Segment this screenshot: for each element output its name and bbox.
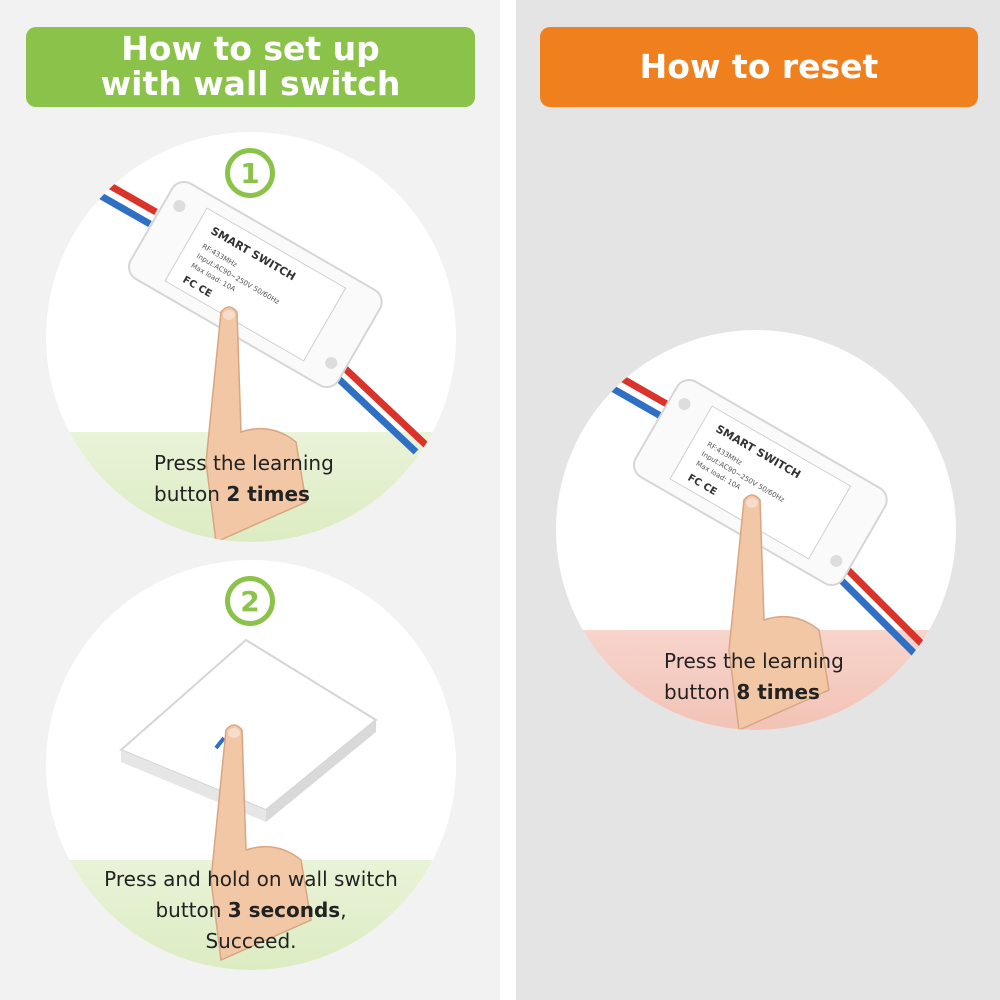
smart-switch-device-icon: SMART SWITCH RF:433MHz Input:AC90~250V 5… [78, 168, 429, 542]
setup-banner-text: How to set up with wall switch [100, 29, 401, 103]
left-panel: How to set up with wall switch SMART SWI… [0, 0, 500, 1000]
reset-caption: Press the learning button 8 times [664, 649, 844, 704]
step-2-caption: Press and hold on wall switch button 3 s… [104, 867, 398, 953]
reset-banner-text: How to reset [639, 46, 879, 86]
step-2-illustration: Press and hold on wall switch button 3 s… [46, 560, 456, 970]
step-1-caption: Press the learning button 2 times [154, 451, 334, 506]
right-panel: How to reset SMART SWITCH RF:433MHz Inpu… [516, 0, 1000, 1000]
setup-banner: How to set up with wall switch [26, 27, 475, 107]
reset-illustration: SMART SWITCH RF:433MHz Input:AC90~250V 5… [556, 330, 956, 730]
step-2-badge: 2 [225, 576, 275, 626]
step-1-illustration: SMART SWITCH RF:433MHz Input:AC90~250V 5… [46, 132, 456, 542]
smart-switch-device-icon: SMART SWITCH RF:433MHz Input:AC90~250V 5… [608, 371, 934, 730]
reset-banner: How to reset [540, 27, 978, 107]
step-1-badge: 1 [225, 148, 275, 198]
wall-switch-icon [119, 638, 378, 962]
